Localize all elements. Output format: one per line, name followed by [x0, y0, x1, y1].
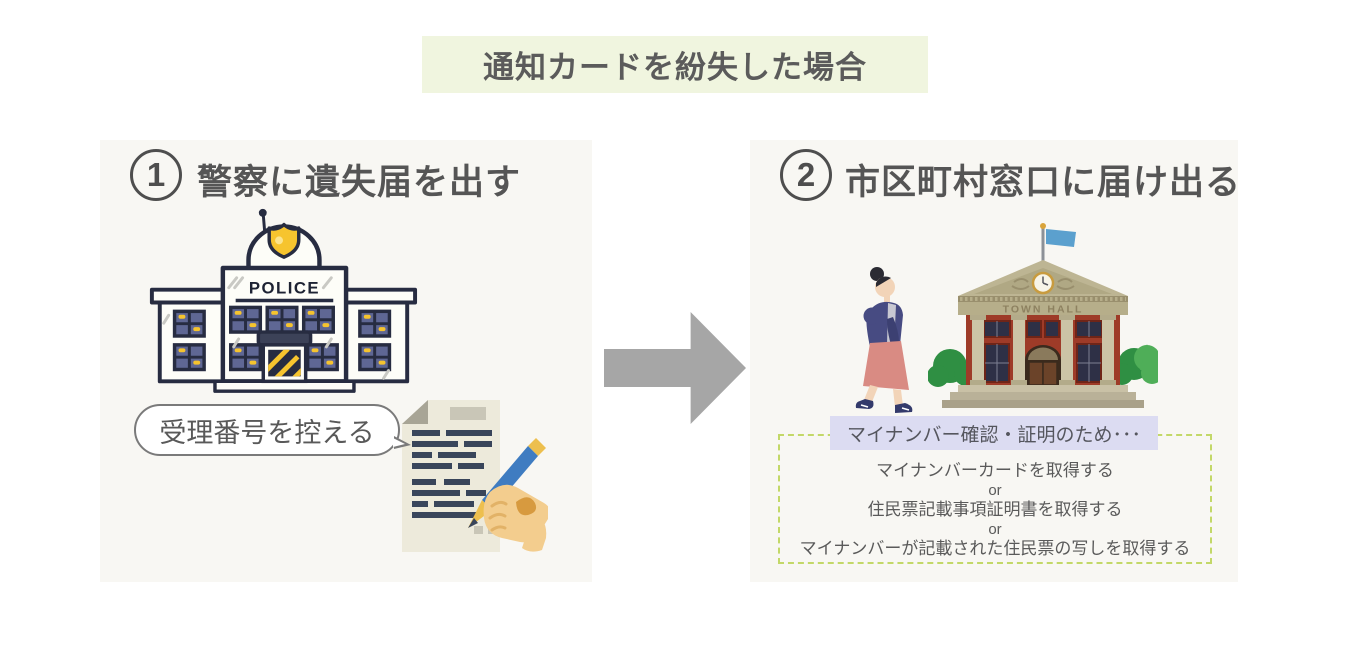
- page-title: 通知カードを紛失した場合: [483, 50, 867, 85]
- next-step-arrow-icon: [604, 312, 746, 424]
- step2-panel: 2 市区町村窓口に届け出る: [750, 140, 1242, 582]
- title-banner: 通知カードを紛失した場合: [422, 36, 928, 93]
- receipt-number-bubble: 受理番号を控える: [134, 404, 411, 456]
- town-hall-icon: TOWN HALL: [928, 223, 1158, 408]
- lost-report-document-icon: [402, 400, 548, 552]
- option-line: マイナンバーカードを取得する: [876, 461, 1114, 480]
- option-separator: or: [988, 520, 1002, 538]
- step1-number-badge: 1: [130, 149, 182, 201]
- bubble-tail: [393, 436, 411, 449]
- step1-heading: 警察に遺失届を出す: [197, 163, 522, 202]
- step2-number: 2: [796, 156, 816, 193]
- step1-panel: 1 警察に遺失届を出す: [100, 140, 592, 582]
- option-separator: or: [988, 481, 1002, 499]
- walking-woman-icon: [855, 267, 913, 413]
- police-sign-text: POLICE: [249, 279, 320, 298]
- option-line: マイナンバーが記載された住民票の写しを取得する: [799, 539, 1191, 558]
- mynumber-reason-label: マイナンバー確認・証明のため･･･: [830, 416, 1158, 450]
- step1-number: 1: [146, 156, 166, 193]
- step2-number-badge: 2: [780, 149, 832, 201]
- receipt-number-text: 受理番号を控える: [159, 417, 375, 448]
- mynumber-reason-text: マイナンバー確認・証明のため･･･: [846, 424, 1142, 446]
- step2-heading: 市区町村窓口に届け出る: [845, 163, 1242, 202]
- town-hall-sign-text: TOWN HALL: [1003, 304, 1084, 316]
- option-line: 住民票記載事項証明書を取得する: [867, 500, 1123, 519]
- police-station-icon: POLICE: [149, 208, 418, 393]
